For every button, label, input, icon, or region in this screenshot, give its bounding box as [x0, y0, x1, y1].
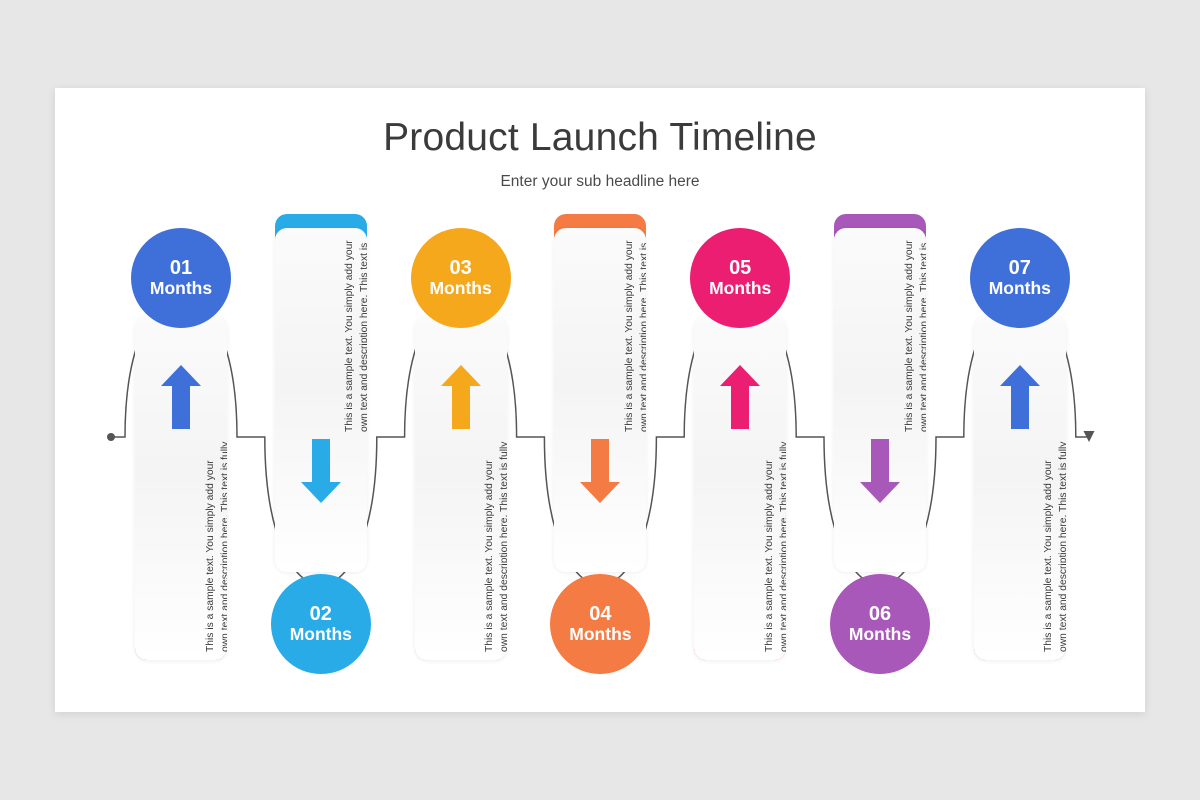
step-unit-label: Months	[569, 624, 632, 645]
step-description: This is a sample text. You simply add yo…	[344, 240, 367, 432]
step-number: 07	[1008, 257, 1031, 279]
slide-header: Product Launch Timeline Enter your sub h…	[55, 116, 1145, 191]
step-description-area: This is a sample text. You simply add yo…	[834, 236, 927, 432]
page-title: Product Launch Timeline	[383, 116, 817, 159]
step-description-area: This is a sample text. You simply add yo…	[694, 440, 787, 652]
timeline-step-04[interactable]: This is a sample text. You simply add yo…	[550, 214, 651, 674]
page-subtitle: Enter your sub headline here	[500, 172, 700, 190]
step-description: This is a sample text. You simply add yo…	[1043, 441, 1066, 652]
step-description-area: This is a sample text. You simply add yo…	[554, 236, 647, 432]
step-number: 03	[449, 257, 472, 279]
step-description-area: This is a sample text. You simply add yo…	[974, 440, 1066, 652]
timeline-step-05[interactable]: This is a sample text. You simply add yo…	[690, 228, 791, 660]
timeline-step-01[interactable]: This is a sample text. You simply add yo…	[131, 228, 231, 660]
timeline-step-06[interactable]: This is a sample text. You simply add yo…	[830, 214, 930, 674]
arrow-down-icon	[860, 439, 900, 503]
step-description: This is a sample text. You simply add yo…	[903, 240, 927, 432]
arrow-down-icon	[580, 439, 621, 503]
step-description-area: This is a sample text. You simply add yo…	[415, 440, 507, 652]
step-unit-label: Months	[709, 278, 772, 299]
arrow-up-icon	[440, 365, 481, 429]
timeline-step-03[interactable]: This is a sample text. You simply add yo…	[410, 228, 511, 660]
arrow-up-icon	[720, 365, 761, 429]
step-description: This is a sample text. You simply add yo…	[623, 240, 647, 432]
step-number: 04	[589, 603, 612, 625]
step-description: This is a sample text. You simply add yo…	[484, 441, 507, 652]
timeline-step-02[interactable]: This is a sample text. You simply add yo…	[270, 214, 371, 674]
step-description-area: This is a sample text. You simply add yo…	[135, 440, 228, 652]
step-unit-label: Months	[848, 624, 912, 645]
arrow-up-icon	[999, 365, 1040, 429]
step-number: 02	[309, 603, 332, 625]
step-number: 06	[868, 603, 892, 625]
step-number: 05	[729, 257, 752, 279]
step-description: This is a sample text. You simply add yo…	[763, 441, 787, 652]
step-number: 01	[169, 257, 193, 279]
arrow-down-icon	[300, 439, 341, 503]
step-unit-label: Months	[289, 624, 352, 645]
step-unit-label: Months	[429, 278, 492, 299]
step-description: This is a sample text. You simply add yo…	[204, 441, 228, 652]
step-description-area: This is a sample text. You simply add yo…	[275, 236, 367, 432]
timeline-step-07[interactable]: This is a sample text. You simply add yo…	[969, 228, 1070, 660]
step-unit-label: Months	[988, 278, 1051, 299]
arrow-up-icon	[161, 365, 201, 429]
step-unit-label: Months	[149, 278, 213, 299]
